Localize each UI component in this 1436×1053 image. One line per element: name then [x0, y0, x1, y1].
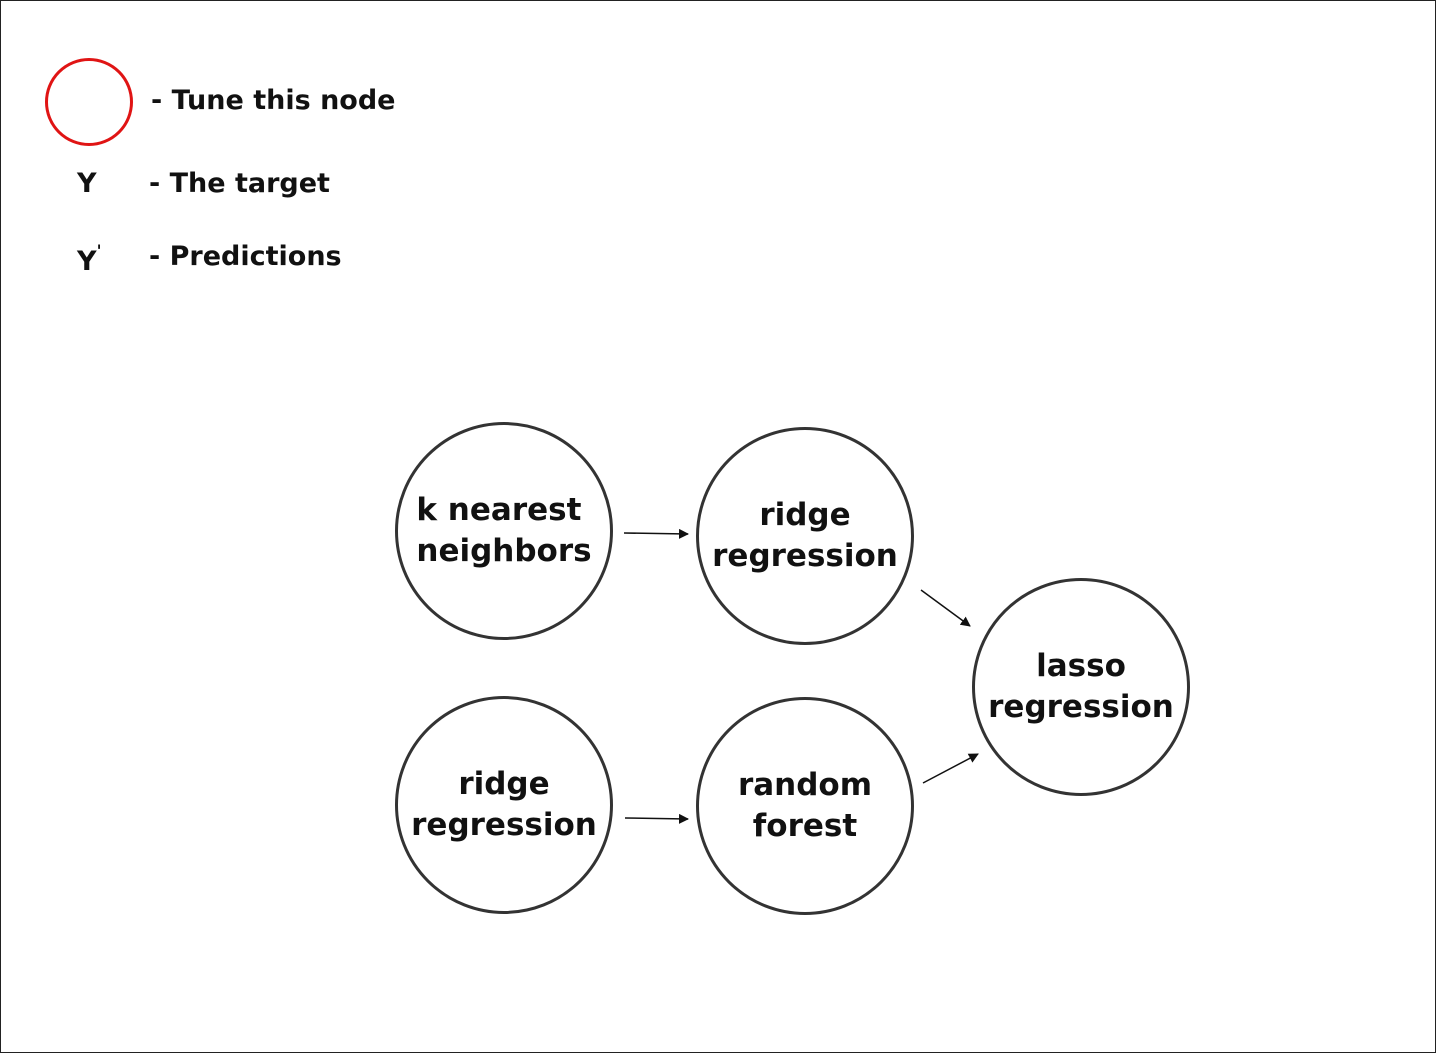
- edge-random-forest-to-lasso: [922, 753, 979, 784]
- legend-predictions-label: - Predictions: [149, 241, 342, 272]
- edge-knn-to-ridge-top: [623, 528, 689, 539]
- tune-node-legend-circle: [45, 58, 133, 146]
- node-random-forest-label: random forest: [737, 767, 873, 844]
- legend-target-symbol: Y: [77, 168, 97, 199]
- legend-predictions-symbol: Y': [77, 241, 101, 277]
- node-ridge-regression-bottom-label: ridge regression: [411, 766, 597, 843]
- node-k-nearest-neighbors-label: k nearest neighbors: [416, 492, 592, 569]
- node-ridge-regression-top-label: ridge regression: [712, 497, 898, 574]
- node-lasso-regression: lasso regression: [972, 578, 1190, 796]
- node-random-forest: random forest: [696, 697, 914, 915]
- edge-ridge-bottom-to-random-forest: [624, 813, 689, 824]
- legend-target-label: - The target: [149, 168, 330, 199]
- node-lasso-regression-label: lasso regression: [988, 648, 1174, 725]
- node-k-nearest-neighbors: k nearest neighbors: [395, 422, 613, 640]
- predictions-symbol-base: Y: [77, 246, 97, 277]
- edge-ridge-top-to-lasso: [920, 589, 971, 627]
- predictions-symbol-prime: ': [96, 241, 102, 260]
- legend-tune-label: - Tune this node: [151, 85, 396, 116]
- node-ridge-regression-top: ridge regression: [696, 427, 914, 645]
- node-ridge-regression-bottom: ridge regression: [395, 696, 613, 914]
